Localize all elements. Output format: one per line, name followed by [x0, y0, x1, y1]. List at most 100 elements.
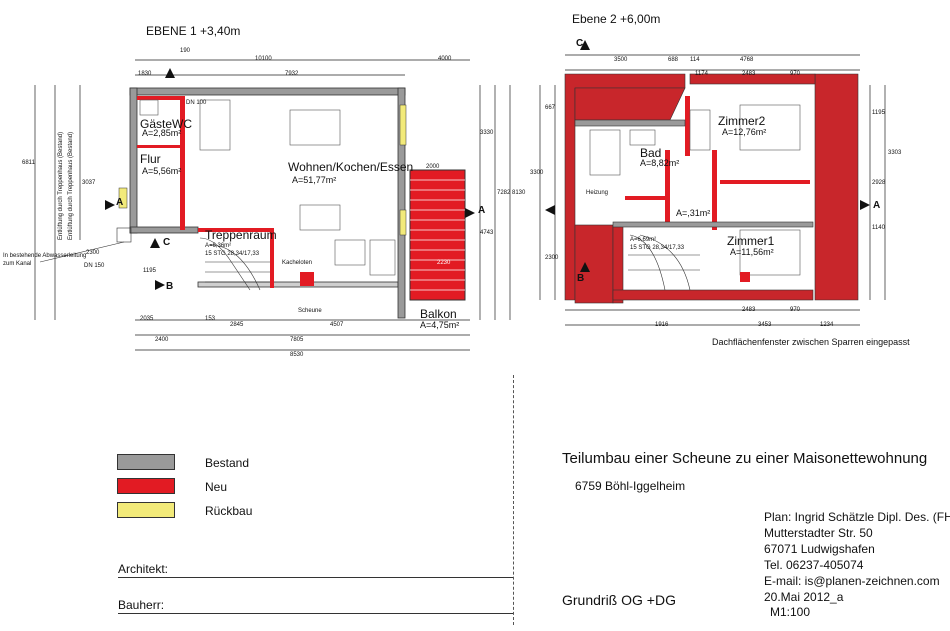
dim-6811: 6811 [22, 160, 35, 166]
note-abwasser-2: zum Kanal [3, 261, 32, 267]
section-c-arrow [150, 238, 160, 248]
dim2-114: 114 [690, 57, 700, 63]
level2-new-walls [625, 96, 810, 230]
legend-label-rueckbau: Rückbau [205, 504, 253, 518]
architekt-line [118, 577, 513, 578]
dim2-667: 667 [545, 105, 556, 111]
mark-a: A [478, 205, 486, 216]
dim2-4768: 4768 [740, 57, 754, 63]
dim2-688: 688 [668, 57, 679, 63]
legend-swatch-neu [117, 478, 175, 494]
dim-7805: 7805 [290, 337, 304, 343]
room-flur2-area: A=,31m² [676, 208, 711, 218]
room-zimmer2-name: Zimmer2 [718, 114, 766, 128]
abwasser-pipe [39, 227, 132, 263]
planer-city: 67071 Ludwigshafen [764, 542, 875, 556]
room-bad-area: A=8,82m² [640, 158, 680, 168]
dim-7282: 7282 [497, 190, 511, 196]
dim2-1140: 1140 [872, 225, 885, 231]
level2-title: Ebene 2 +6,00m [572, 12, 661, 26]
room-treppe2-stairs: 15 STG 28,34/17,33 [630, 245, 685, 251]
legend-label-bestand: Bestand [205, 456, 250, 470]
dim-8130: 8130 [512, 190, 526, 196]
room-gaeste-name: GästeWC [140, 117, 193, 131]
dim2-2300: 2300 [545, 255, 559, 261]
mark2-a: A [873, 200, 881, 211]
level1-new-walls [137, 96, 274, 288]
dim-2035: 2035 [140, 316, 154, 322]
legend-swatch-rueckbau [117, 502, 175, 518]
title-block-divider [513, 375, 514, 625]
level1-walls [129, 87, 406, 319]
level2-roof [564, 73, 859, 304]
room-treppe2-area: A=6,69m² [630, 237, 657, 243]
level2-walls [574, 119, 814, 228]
dim2-970b: 970 [790, 307, 801, 313]
room-gaeste-area: A=2,85m² [142, 128, 182, 138]
dim-2300: 2300 [86, 250, 100, 256]
dim2-2483b: 2483 [742, 307, 756, 313]
heizung-label: Heizung [586, 190, 609, 196]
dim-2000: 2000 [426, 164, 440, 170]
room-zimmer1-area: A=11,56m² [730, 247, 774, 257]
level2-note: Dachflächenfenster zwischen Sparren eing… [712, 337, 910, 347]
dim-10100: 10100 [255, 56, 272, 62]
dim2-1234: 1234 [820, 322, 834, 328]
mark-a-left: A [116, 197, 124, 208]
balkon-hatch [410, 179, 465, 291]
level2-stairs [628, 234, 700, 291]
dim2-1916: 1916 [655, 322, 669, 328]
dim2-2483: 2483 [742, 71, 756, 77]
dim-3037: 3037 [82, 180, 96, 186]
section-a-arrow [465, 208, 475, 218]
dim-153: 153 [205, 316, 216, 322]
level1-furniture [139, 99, 396, 276]
balkon-area [409, 169, 466, 301]
level1-stairs [199, 237, 270, 291]
room-flur-area: A=5,56m² [142, 166, 182, 176]
note-abwasser-1: In bestehende Abwasserleitung [3, 253, 87, 259]
section-a2-arrow-left [545, 205, 555, 215]
dim-2845: 2845 [230, 322, 244, 328]
dim-7932: 7932 [285, 71, 299, 77]
dim-1830: 1830 [138, 71, 152, 77]
project-location: 6759 Böhl-Iggelheim [575, 479, 686, 493]
mark2-c: C [576, 38, 584, 49]
room-balkon-area: A=4,75m² [420, 320, 460, 330]
room-scheune-name: Scheune [298, 308, 322, 314]
planer-email: E-mail: is@planen-zeichnen.com [764, 574, 940, 588]
section-b-top-arrow [165, 68, 175, 78]
section-b2-arrow [580, 262, 590, 272]
project-title: Teilumbau einer Scheune zu einer Maisone… [562, 450, 928, 467]
dim2-3453: 3453 [758, 322, 772, 328]
mark-b: B [166, 281, 174, 292]
room-balkon-name: Balkon [420, 307, 457, 321]
dim-dn150: DN 150 [84, 263, 105, 269]
room-treppe-area: A=6,36m² [205, 243, 232, 249]
dim2-970: 970 [790, 71, 801, 77]
mark-c: C [163, 237, 171, 248]
room-zimmer1-name: Zimmer1 [727, 234, 775, 248]
dim2-3500: 3500 [614, 57, 628, 63]
dim2-1195: 1195 [872, 110, 885, 116]
dim-4507: 4507 [330, 322, 344, 328]
level1-rueckbau [118, 104, 407, 236]
dim-4000: 4000 [438, 56, 452, 62]
dim-dn100: DN 100 [186, 100, 207, 106]
note-entlueftung-1: Entlüftung durch Treppenhaus (Bestand) [58, 131, 64, 240]
kachelofen-block [300, 272, 314, 286]
architekt-label: Architekt: [118, 562, 169, 576]
legend-swatch-bestand [117, 454, 175, 470]
dim-2230: 2230 [437, 260, 451, 266]
section-b-arrow [155, 280, 165, 290]
room-flur-name: Flur [140, 152, 161, 166]
room-treppe-name: Treppenraum [205, 228, 277, 242]
kamin-block [740, 272, 750, 282]
dim2-3300: 3300 [530, 170, 544, 176]
plan-date: 20.Mai 2012_a [764, 590, 844, 604]
section-a-arrow-left [105, 200, 115, 210]
dim-8530: 8530 [290, 352, 304, 358]
plan-scale: M1:100 [770, 605, 811, 619]
room-zimmer2-area: A=12,76m² [722, 127, 767, 137]
